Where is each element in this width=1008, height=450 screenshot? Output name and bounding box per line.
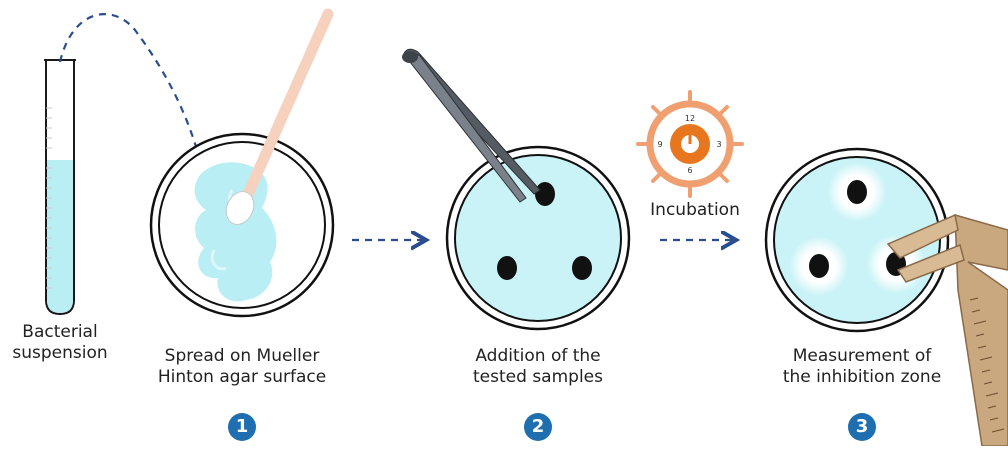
sample-disk: [847, 180, 867, 204]
incubation-label: Incubation: [640, 200, 750, 221]
petri-dish-samples: [447, 147, 629, 329]
bacterial-suspension-label: Bacterial suspension: [2, 322, 118, 364]
spread-label: Spread on Mueller Hinton agar surface: [147, 346, 337, 388]
sample-disk: [497, 256, 517, 280]
sample-disk: [535, 182, 555, 206]
caliper-icon: [888, 215, 1008, 446]
step-badge-3: 3: [848, 413, 876, 441]
step-badge-2: 2: [524, 413, 552, 441]
bacterial-suspension-liquid: [47, 160, 73, 313]
incubator-dial-icon: [638, 92, 742, 196]
step-badge-1: 1: [228, 413, 256, 441]
addition-label: Addition of the tested samples: [458, 346, 618, 388]
test-tube-icon: [44, 60, 76, 314]
measurement-label: Measurement of the inhibition zone: [772, 346, 952, 388]
dial-number-12: 12: [685, 114, 695, 123]
sample-disk: [572, 256, 592, 280]
petri-dish-spread: [151, 134, 333, 316]
dial-number-9: 9: [657, 140, 662, 149]
sample-disk: [809, 254, 829, 278]
dial-number-6: 6: [687, 166, 692, 175]
dial-number-3: 3: [716, 140, 721, 149]
